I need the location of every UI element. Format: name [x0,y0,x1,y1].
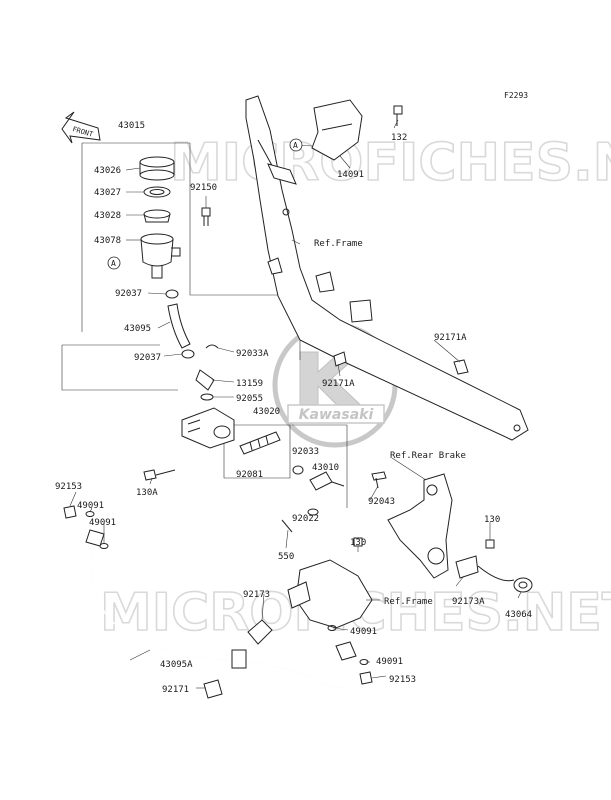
part-label-43095a: 43095A [160,660,193,670]
part-label-49091-b: 49091 [89,518,116,528]
banjo-bolt-92153-left [63,505,77,519]
clamp-92037-upper [165,289,179,299]
o-ring-92055 [200,393,214,401]
bolt-130a [143,469,176,481]
part-label-132: 132 [391,133,407,143]
diaphragm-43027 [143,186,171,198]
group-bracket-43020 [292,424,348,508]
part-label-92150: 92150 [190,183,217,193]
part-label-49091-d: 49091 [376,657,403,667]
switch-92173a [455,555,515,582]
part-label-49091-a: 49091 [77,501,104,511]
grommet-43064 [513,577,533,593]
cover-14091 [311,99,363,161]
part-label-130-right: 130 [484,515,500,525]
part-label-49091-c: 49091 [350,627,377,637]
part-label-130-mid: 130 [350,538,366,548]
part-label-43026: 43026 [94,166,121,176]
part-label-92081: 92081 [236,470,263,480]
front-arrow-icon: FRONT [61,111,101,144]
plate-43028 [143,209,171,223]
pin-92043 [371,471,387,489]
part-label-92173: 92173 [243,590,270,600]
callout-a-left: A [107,256,121,270]
piston-assy-92081 [239,431,281,455]
frame-tube [245,95,529,441]
part-label-92022: 92022 [292,514,319,524]
bolt-130-mid [353,537,363,547]
leader-lines [69,119,522,689]
logo-text: Kawasaki [299,407,374,423]
callout-a-top: A [289,138,303,152]
banjo-bolt-92153-right [359,671,373,685]
reservoir-cap-43026 [139,156,175,181]
part-label-92153-left: 92153 [55,482,82,492]
part-label-43028: 43028 [94,211,121,221]
part-label-43010: 43010 [312,463,339,473]
part-label-130a: 130A [136,488,158,498]
part-label-43015: 43015 [118,121,145,131]
fitting-lower-left [85,529,105,547]
ref-frame-top: Ref.Frame [314,239,363,249]
clamp-92037-lower [181,349,195,359]
part-label-43095: 43095 [124,324,151,334]
clamp-92171 [203,679,223,699]
ref-frame-bottom: Ref.Frame [384,597,433,607]
part-label-92153-right: 92153 [389,675,416,685]
rear-brake-bracket [387,473,453,579]
callout-a-left-label: A [111,259,116,268]
part-label-43020: 43020 [253,407,280,417]
kawasaki-logo: Kawasaki [272,322,398,448]
group-bracket-lower [61,344,178,391]
part-label-92171a-mid: 92171A [322,379,355,389]
part-label-92171a-right: 92171A [434,333,467,343]
part-label-13159: 13159 [236,379,263,389]
clamp-92173 [247,619,273,645]
washer-49091-a [85,511,95,517]
master-cylinder-body [181,407,235,449]
fitting-13159 [195,369,215,391]
clip-92033a [205,344,219,349]
hose-43095 [167,303,191,349]
brake-hose-43095a [89,539,357,688]
reservoir-43078 [140,233,181,279]
watermark-top: MICROFICHES.NET [170,133,611,193]
part-label-92171: 92171 [162,685,189,695]
bolt-92150 [201,207,211,226]
part-label-92055: 92055 [236,394,263,404]
part-label-92037-upper: 92037 [115,289,142,299]
diagram-code: F2293 [504,91,528,100]
part-label-92037-lower: 92037 [134,353,161,363]
bolt-132 [393,105,403,126]
part-label-92173a: 92173A [452,597,485,607]
ref-rear-brake: Ref.Rear Brake [390,451,466,461]
part-label-43078: 43078 [94,236,121,246]
part-label-43064: 43064 [505,610,532,620]
clamp-92171a-right [453,359,469,375]
callout-a-top-label: A [293,141,298,150]
group-box-92081 [223,424,291,479]
pushrod-43010 [292,465,345,491]
washer-49091-b [99,543,109,549]
fitting-lower-right [335,641,357,661]
lower-guard [287,559,373,629]
bolt-130-right [485,539,495,549]
cotter-pin-550 [281,519,293,533]
clamp-92171a-mid [333,351,347,367]
part-label-92033: 92033 [292,447,319,457]
part-label-92043: 92043 [368,497,395,507]
part-label-14091: 14091 [337,170,364,180]
part-label-92033a: 92033A [236,349,269,359]
part-label-550: 550 [278,552,294,562]
part-label-43027: 43027 [94,188,121,198]
